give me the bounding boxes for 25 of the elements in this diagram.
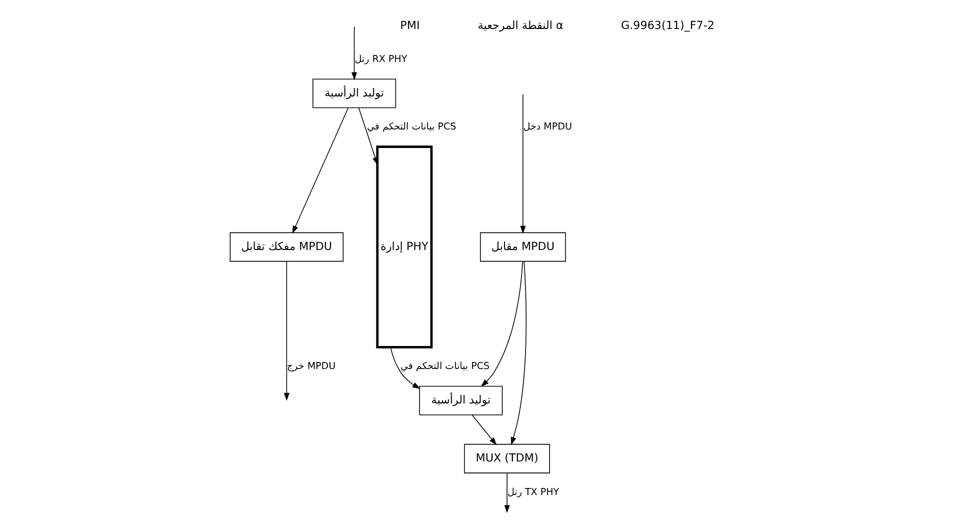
arrow <box>472 414 497 446</box>
edge-label: بيانات التحكم في PCS <box>400 361 490 372</box>
arrow <box>358 108 378 166</box>
node-box: توليد الرأسية <box>312 78 396 108</box>
node-box: MUX (TDM) <box>464 444 550 474</box>
node-box: مفكك تقابل MPDU <box>230 232 344 262</box>
arrow <box>504 472 510 514</box>
arrow <box>352 26 358 80</box>
arrow <box>390 346 420 389</box>
edge-label: دخل MPDU <box>523 122 572 133</box>
node-box: مقابل MPDU <box>480 232 566 262</box>
label: النقطة المرجعية α <box>478 18 564 32</box>
label: PMI <box>400 18 420 32</box>
label: G.9963(11)_F7-2 <box>621 18 714 32</box>
edge-label: رتل TX PHY <box>507 486 560 498</box>
arrow <box>510 260 527 446</box>
node-box: توليد الرأسية <box>419 386 503 416</box>
arrow <box>292 108 349 234</box>
arrow <box>520 94 526 234</box>
node-box: إدارة PHY <box>376 146 433 348</box>
edge-label: خرج MPDU <box>287 361 336 372</box>
edge-label: بيانات التحكم في PCS <box>366 122 456 133</box>
edge-label: رتل RX PHY <box>354 54 408 66</box>
arrow <box>480 261 523 387</box>
arrow <box>284 261 290 401</box>
